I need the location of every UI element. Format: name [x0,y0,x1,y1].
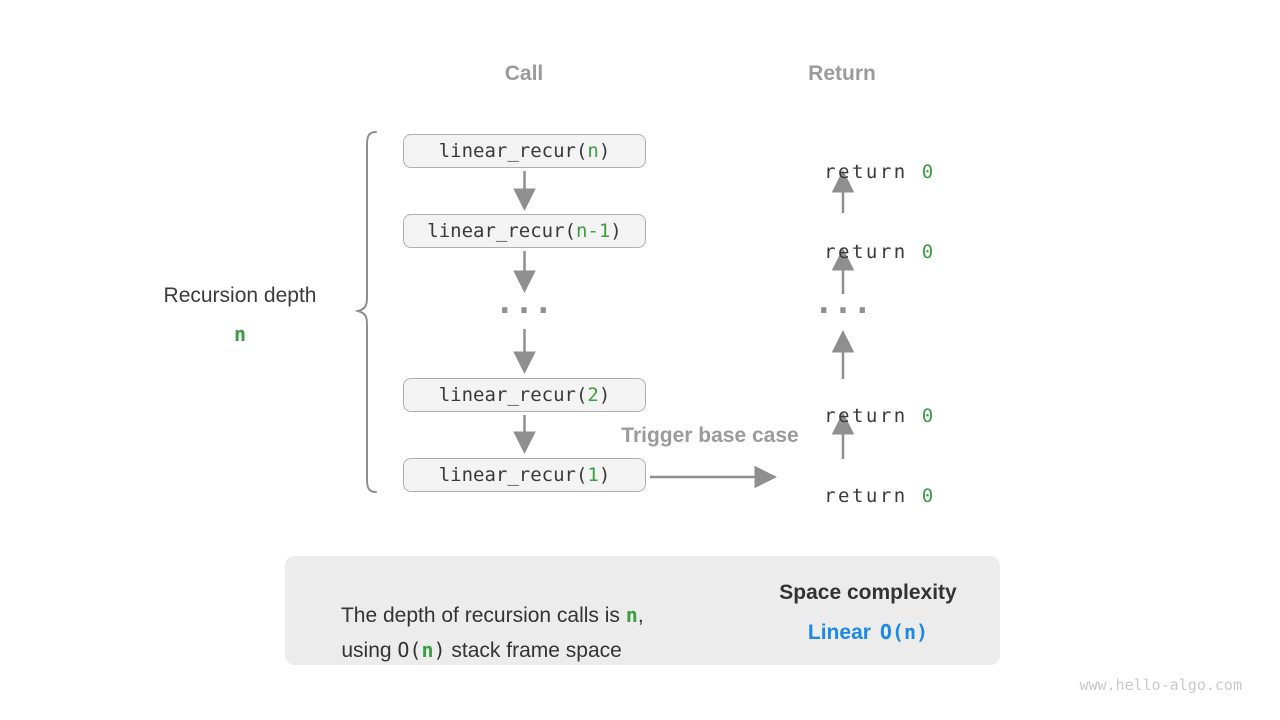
recursion-depth-label: Recursion depth [163,284,317,307]
summary-line-1: The depth of recursion calls is n, [318,579,644,652]
summary-code: O( [397,638,422,662]
return-keyword: return [824,485,922,507]
return-value: 0 [921,405,936,427]
summary-var: n [421,638,434,662]
call-code-suffix: ) [598,464,611,486]
return-keyword: return [824,161,922,183]
summary-line-2: using O(n) stack frame space [318,614,622,687]
return-column-header: Return [808,62,876,85]
return-row: return 0 [768,139,935,205]
summary-var: n [625,603,638,627]
return-value: 0 [921,161,936,183]
return-row: return 0 [768,219,935,285]
call-code-suffix: ) [598,140,611,162]
summary-code: ) [433,638,446,662]
call-code-prefix: linear_recur( [427,220,576,242]
complexity-word: Linear [807,621,871,644]
return-row: return 0 [768,383,935,449]
return-keyword: return [824,241,922,263]
call-code-prefix: linear_recur( [438,464,588,486]
complexity-code: O(n) [879,620,929,644]
call-code-arg: n [587,140,599,162]
space-complexity-result: Linear O(n) [808,620,928,645]
summary-text: The depth of recursion calls is [340,604,626,627]
watermark-url: www.hello-algo.com [1079,676,1242,694]
call-box-n-1: linear_recur(n-1) [403,214,646,248]
return-keyword: return [824,405,922,427]
call-code-arg: 2 [587,384,599,406]
recursion-depth-value: n [233,322,247,346]
return-value: 0 [921,485,936,507]
call-box-n: linear_recur(n) [403,134,646,168]
summary-panel [285,556,1000,665]
call-code-prefix: linear_recur( [438,384,588,406]
return-row: return 0 [768,463,935,529]
summary-text: , [637,604,644,627]
call-code-arg: n-1 [575,220,611,242]
call-code-arg: 1 [587,464,599,486]
space-complexity-title: Space complexity [779,581,957,604]
summary-text: using [341,639,398,662]
call-box-2: linear_recur(2) [403,378,646,412]
call-code-prefix: linear_recur( [438,140,588,162]
depth-brace [354,131,377,493]
return-value: 0 [921,241,936,263]
call-code-suffix: ) [610,220,622,242]
call-ellipsis: ... [495,283,553,321]
call-code-suffix: ) [598,384,611,406]
summary-text: stack frame space [445,639,622,662]
return-ellipsis: ... [814,283,872,321]
call-box-1: linear_recur(1) [403,458,646,492]
call-column-header: Call [504,62,544,85]
trigger-base-case-label: Trigger base case [621,424,799,447]
